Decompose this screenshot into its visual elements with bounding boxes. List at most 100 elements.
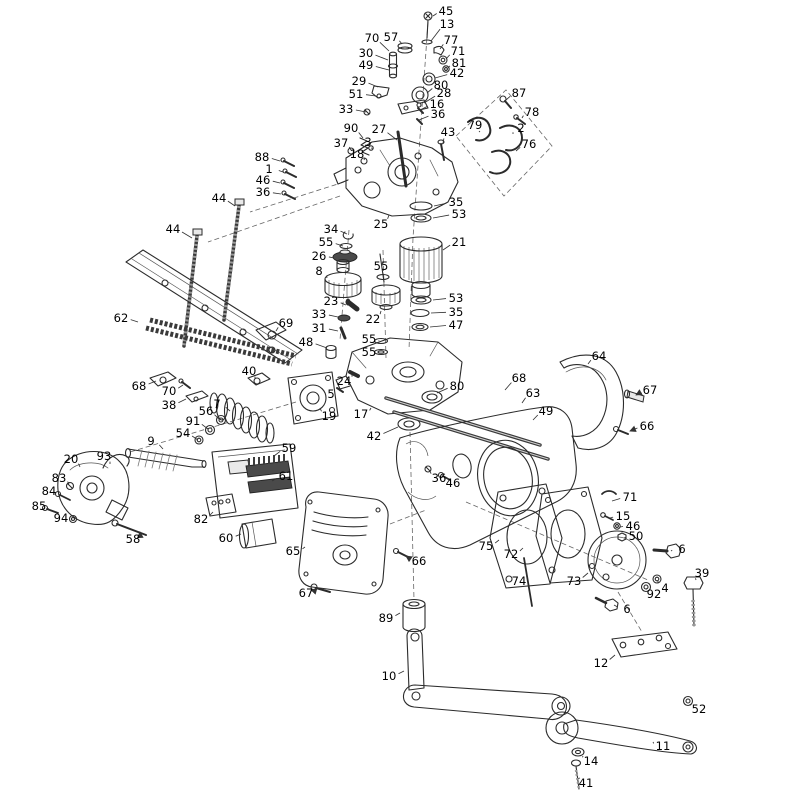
connector-82 <box>205 493 237 517</box>
nut-50 <box>617 532 627 542</box>
leader-line-14 <box>582 755 584 758</box>
part-label-70: 70 <box>162 384 177 398</box>
screw-15 <box>600 512 614 521</box>
screw-36-housing <box>424 465 432 473</box>
leader-line-10 <box>398 670 405 675</box>
leader-line-51 <box>365 94 377 97</box>
leader-line-85 <box>47 507 49 510</box>
part-label-71: 71 <box>451 44 466 58</box>
part-label-90: 90 <box>344 121 359 135</box>
washer-35-upper <box>409 201 433 211</box>
part-label-4: 4 <box>661 581 668 595</box>
washer-13 <box>421 39 433 45</box>
part-label-69: 69 <box>279 316 294 330</box>
washer-46-right <box>613 522 621 530</box>
screw-45 <box>423 11 433 39</box>
part-label-84: 84 <box>42 484 57 498</box>
part-label-39: 39 <box>695 566 710 580</box>
part-label-82: 82 <box>194 512 209 526</box>
washer-54 <box>194 435 204 445</box>
ring-81 <box>442 65 450 73</box>
leader-line-57 <box>399 40 403 45</box>
part-label-21: 21 <box>452 235 467 249</box>
part-label-41: 41 <box>579 776 594 790</box>
part-label-29: 29 <box>352 74 367 88</box>
part-label-35: 35 <box>449 195 464 209</box>
part-label-55: 55 <box>362 345 377 359</box>
part-label-49: 49 <box>539 404 554 418</box>
leader-line-16 <box>419 105 428 111</box>
part-label-83: 83 <box>52 471 67 485</box>
part-label-1: 1 <box>265 162 272 176</box>
leader-line-56 <box>214 414 220 420</box>
part-label-23: 23 <box>324 294 339 308</box>
leader-line-19 <box>319 407 322 412</box>
leader-line-66 <box>405 555 413 563</box>
screw-84 <box>54 490 71 501</box>
part-label-37: 37 <box>334 136 349 150</box>
part-label-46: 46 <box>256 173 271 187</box>
part-label-22: 22 <box>366 312 381 326</box>
leader-line-34 <box>340 230 348 235</box>
leader-line-20 <box>78 463 81 468</box>
washer-4 <box>652 574 662 584</box>
leader-line-7 <box>225 406 231 412</box>
leader-line-74 <box>526 573 528 577</box>
washer-35-lower <box>410 308 430 318</box>
leader-line-49 <box>375 66 390 71</box>
part-label-30: 30 <box>359 46 374 60</box>
strap-79 <box>467 116 492 142</box>
part-label-16: 16 <box>430 97 445 111</box>
screw-43 <box>437 139 445 161</box>
leader-line-59 <box>273 450 281 457</box>
leader-line-39 <box>695 578 697 581</box>
gear-22 <box>371 253 401 311</box>
pin-74 <box>523 557 533 607</box>
part-label-49: 49 <box>359 58 374 72</box>
end-cap-64 <box>559 354 624 451</box>
part-label-31: 31 <box>312 321 327 335</box>
part-label-8: 8 <box>315 264 322 278</box>
spacer-57 <box>397 42 413 54</box>
bearing-80-lower <box>421 390 443 404</box>
leader-line-77 <box>439 44 444 50</box>
bracket-69 <box>255 321 287 341</box>
leader-line-61 <box>271 478 277 482</box>
part-label-28: 28 <box>437 86 452 100</box>
part-label-92: 92 <box>647 587 662 601</box>
part-label-63: 63 <box>526 386 541 400</box>
part-label-44: 44 <box>166 222 181 236</box>
part-label-47: 47 <box>449 318 464 332</box>
leader-line-50 <box>623 536 627 539</box>
part-label-5: 5 <box>327 387 334 401</box>
leader-lines <box>47 13 697 779</box>
bracket-12 <box>611 631 678 658</box>
part-label-53: 53 <box>449 291 464 305</box>
washer-52 <box>682 695 694 707</box>
part-label-93: 93 <box>97 449 112 463</box>
part-label-85: 85 <box>32 499 47 513</box>
part-label-75: 75 <box>479 539 494 553</box>
part-label-73: 73 <box>567 574 582 588</box>
leader-line-82 <box>209 511 214 516</box>
leader-line-9 <box>158 444 164 450</box>
leader-line-81 <box>447 65 451 69</box>
part-label-46: 46 <box>626 519 641 533</box>
leader-line-33 <box>355 109 367 113</box>
leader-line-18 <box>363 158 365 161</box>
leader-line-1 <box>278 170 284 173</box>
screw-1 <box>282 168 297 178</box>
lower-housing-17 <box>335 337 463 415</box>
clip-77 <box>433 45 445 56</box>
leader-line-6 <box>613 604 618 608</box>
part-label-67: 67 <box>643 383 658 397</box>
leader-line-76 <box>515 146 521 152</box>
pin-31 <box>339 326 347 340</box>
leader-line-80 <box>426 88 433 94</box>
leader-line-80 <box>436 387 448 394</box>
part-label-13: 13 <box>440 17 455 31</box>
part-label-91: 91 <box>186 414 201 428</box>
leader-line-46 <box>619 526 624 528</box>
leader-line-23 <box>340 302 347 306</box>
